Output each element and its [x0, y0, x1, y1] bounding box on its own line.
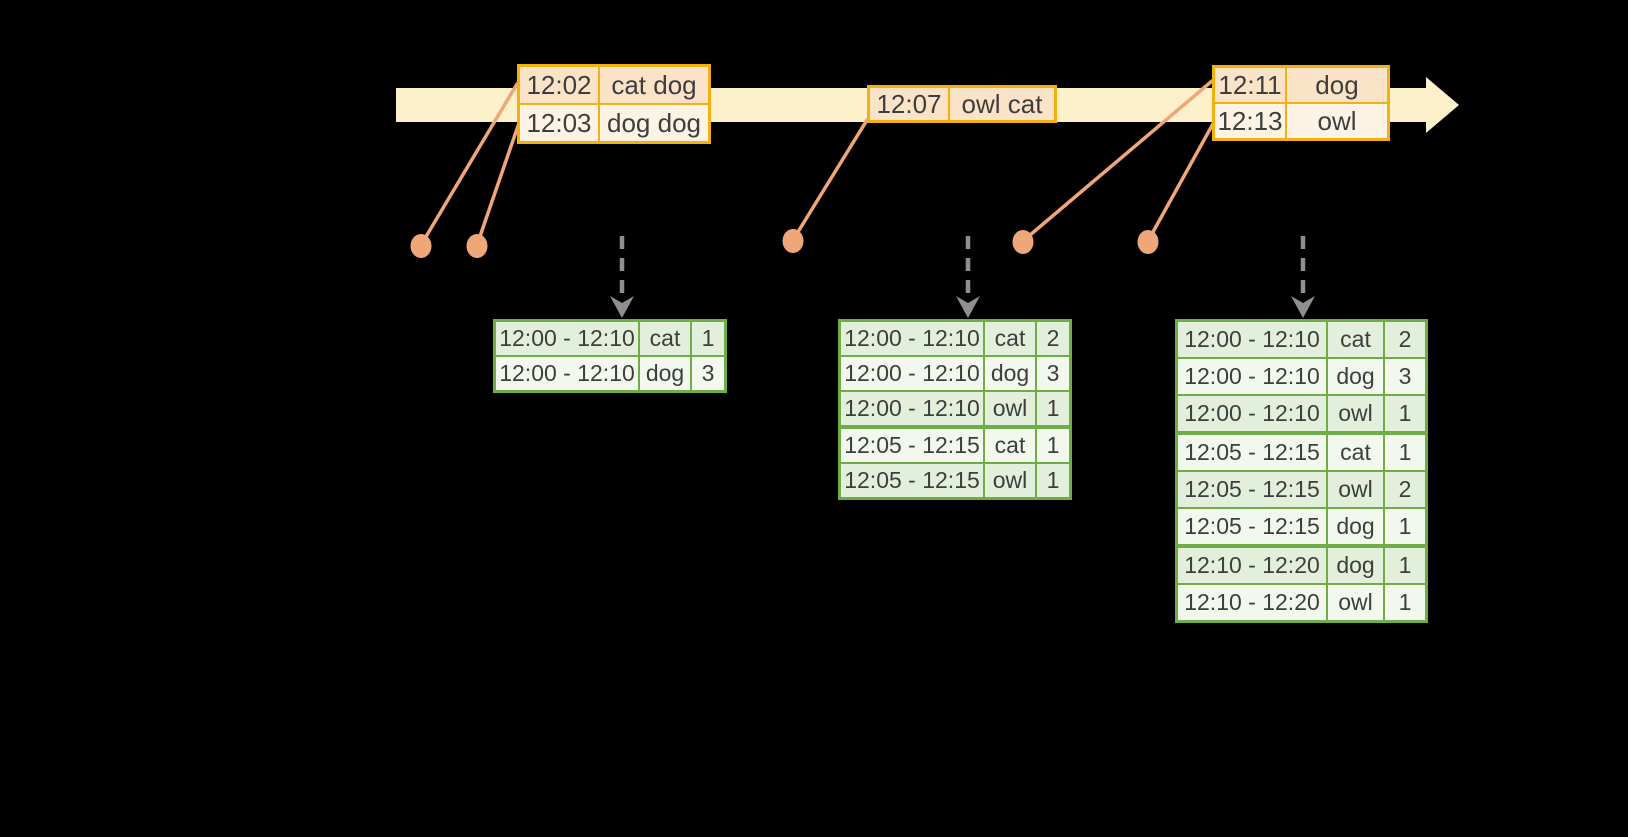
event-dot [782, 229, 804, 253]
event-words-cell: dog [1285, 65, 1390, 104]
trigger-arrowhead-icon [1291, 296, 1315, 318]
event-row: 12:13 owl [1212, 102, 1390, 141]
word-cell: cat [983, 425, 1037, 464]
timeline-arrowhead-icon [1426, 77, 1459, 133]
window-cell: 12:00 - 12:10 [838, 319, 985, 357]
count-cell: 1 [1383, 431, 1428, 472]
event-time-cell: 12:13 [1212, 102, 1287, 141]
result-row: 12:00 - 12:10 cat 2 [1175, 319, 1428, 359]
event-dot [1137, 230, 1159, 254]
word-cell: dog [1326, 507, 1385, 547]
event-connector-line [1146, 120, 1216, 243]
window-cell: 12:00 - 12:10 [493, 319, 640, 357]
count-cell: 2 [1383, 319, 1428, 359]
event-row: 12:07 owl cat [867, 85, 1057, 123]
word-cell: owl [1326, 583, 1385, 623]
result-table-1: 12:00 - 12:10 cat 1 12:00 - 12:10 dog 3 [493, 319, 727, 393]
event-row: 12:02 cat dog [517, 64, 711, 105]
event-dot [1012, 230, 1034, 254]
result-table-3: 12:00 - 12:10 cat 2 12:00 - 12:10 dog 3 … [1175, 319, 1428, 623]
event-connector-line [791, 118, 869, 242]
count-cell: 3 [1383, 357, 1428, 396]
count-cell: 3 [690, 355, 727, 393]
word-cell: cat [638, 319, 692, 357]
word-cell: cat [1326, 319, 1385, 359]
window-cell: 12:05 - 12:15 [1175, 470, 1328, 509]
count-cell: 1 [1035, 425, 1072, 464]
event-row: 12:03 dog dog [517, 103, 711, 144]
result-row: 12:05 - 12:15 owl 2 [1175, 470, 1428, 509]
event-dot [466, 234, 488, 258]
window-cell: 12:00 - 12:10 [1175, 394, 1328, 434]
event-time-cell: 12:07 [867, 85, 950, 123]
count-cell: 1 [1383, 394, 1428, 434]
word-cell: owl [1326, 470, 1385, 509]
result-row: 12:05 - 12:15 dog 1 [1175, 507, 1428, 547]
word-cell: dog [1326, 544, 1385, 585]
word-cell: cat [1326, 431, 1385, 472]
window-cell: 12:10 - 12:20 [1175, 544, 1328, 585]
window-cell: 12:00 - 12:10 [838, 390, 985, 428]
result-row: 12:00 - 12:10 owl 1 [1175, 394, 1428, 434]
event-connector-line [1021, 79, 1214, 243]
word-cell: dog [983, 355, 1037, 392]
count-cell: 2 [1383, 470, 1428, 509]
event-connector-line [419, 82, 519, 247]
window-cell: 12:05 - 12:15 [1175, 431, 1328, 472]
event-table-1: 12:02 cat dog 12:03 dog dog [517, 64, 711, 144]
window-cell: 12:00 - 12:10 [1175, 319, 1328, 359]
event-words-cell: dog dog [598, 103, 711, 144]
window-cell: 12:10 - 12:20 [1175, 583, 1328, 623]
result-row: 12:00 - 12:10 cat 1 [493, 319, 727, 357]
word-cell: owl [983, 390, 1037, 428]
word-cell: cat [983, 319, 1037, 357]
trigger-arrowhead-icon [610, 296, 634, 318]
event-connector-line [475, 124, 520, 247]
event-time-cell: 12:11 [1212, 65, 1287, 104]
count-cell: 1 [1383, 583, 1428, 623]
count-cell: 1 [1383, 544, 1428, 585]
event-words-cell: cat dog [598, 64, 711, 105]
event-dot [410, 234, 432, 258]
count-cell: 1 [1035, 462, 1072, 500]
count-cell: 2 [1035, 319, 1072, 357]
count-cell: 1 [690, 319, 727, 357]
window-cell: 12:05 - 12:15 [838, 462, 985, 500]
window-cell: 12:00 - 12:10 [1175, 357, 1328, 396]
result-table-2: 12:00 - 12:10 cat 2 12:00 - 12:10 dog 3 … [838, 319, 1072, 500]
result-row: 12:05 - 12:15 cat 1 [838, 425, 1072, 464]
result-row: 12:10 - 12:20 owl 1 [1175, 583, 1428, 623]
window-cell: 12:00 - 12:10 [493, 355, 640, 393]
window-cell: 12:05 - 12:15 [1175, 507, 1328, 547]
word-cell: dog [638, 355, 692, 393]
result-row: 12:00 - 12:10 dog 3 [838, 355, 1072, 392]
event-table-2: 12:07 owl cat [867, 85, 1057, 123]
count-cell: 1 [1035, 390, 1072, 428]
result-row: 12:00 - 12:10 cat 2 [838, 319, 1072, 357]
count-cell: 3 [1035, 355, 1072, 392]
trigger-arrowhead-icon [956, 296, 980, 318]
word-cell: dog [1326, 357, 1385, 396]
event-table-3: 12:11 dog 12:13 owl [1212, 65, 1390, 141]
result-row: 12:10 - 12:20 dog 1 [1175, 544, 1428, 585]
event-time-cell: 12:02 [517, 64, 600, 105]
result-row: 12:00 - 12:10 dog 3 [493, 355, 727, 393]
word-cell: owl [1326, 394, 1385, 434]
event-row: 12:11 dog [1212, 65, 1390, 104]
result-row: 12:05 - 12:15 owl 1 [838, 462, 1072, 500]
result-row: 12:00 - 12:10 dog 3 [1175, 357, 1428, 396]
window-cell: 12:00 - 12:10 [838, 355, 985, 392]
event-time-cell: 12:03 [517, 103, 600, 144]
window-cell: 12:05 - 12:15 [838, 425, 985, 464]
word-cell: owl [983, 462, 1037, 500]
result-row: 12:05 - 12:15 cat 1 [1175, 431, 1428, 472]
count-cell: 1 [1383, 507, 1428, 547]
event-words-cell: owl [1285, 102, 1390, 141]
result-row: 12:00 - 12:10 owl 1 [838, 390, 1072, 428]
event-words-cell: owl cat [948, 85, 1057, 123]
